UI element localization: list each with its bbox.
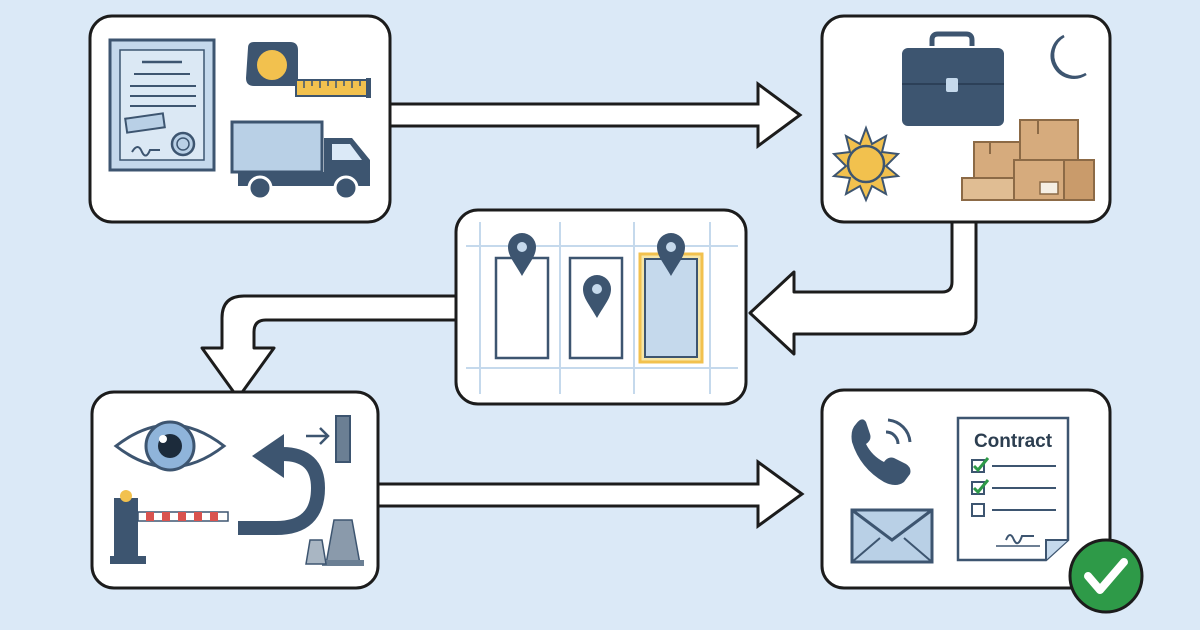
- arrow-step1-to-step2: [388, 81, 803, 149]
- eye-icon: [113, 420, 227, 472]
- storage-unit-plot-selected: [638, 252, 704, 364]
- truck-icon: [230, 120, 370, 201]
- checkmark-icon: [1068, 538, 1144, 614]
- step-card-site-inspection: [90, 390, 380, 590]
- moon-icon: [1050, 34, 1087, 79]
- step-card-storage-timing: [820, 14, 1112, 224]
- barrier-gate-icon: [110, 490, 229, 564]
- document-icon: [108, 38, 216, 172]
- contract-document-icon: Contract: [956, 416, 1070, 562]
- contract-title: Contract: [974, 431, 1053, 452]
- step-card-contract-contact: Contract: [820, 388, 1144, 614]
- location-pin-icon: [508, 233, 536, 276]
- sun-icon: [831, 125, 901, 203]
- location-pin-icon: [657, 233, 685, 276]
- map-grid-icon: [466, 222, 738, 394]
- location-pin-icon: [583, 275, 611, 318]
- arrow-step2-to-step3: [748, 218, 978, 356]
- phone-icon: [851, 418, 912, 485]
- arrow-step4-to-step5: [376, 459, 805, 529]
- envelope-icon: [850, 508, 934, 564]
- step-card-unit-selection: [454, 208, 748, 406]
- arrow-step3-to-step4: [200, 294, 460, 400]
- checklist: [971, 457, 1056, 517]
- entrance-icon: [306, 415, 351, 463]
- step-card-paperwork-transport: [88, 14, 392, 224]
- boxes-icon: [961, 119, 1095, 201]
- briefcase-icon: [902, 31, 1004, 126]
- tape-measure-icon: [246, 42, 371, 98]
- u-turn-arrow-icon: [238, 434, 326, 535]
- traffic-cone-icon: [305, 519, 364, 566]
